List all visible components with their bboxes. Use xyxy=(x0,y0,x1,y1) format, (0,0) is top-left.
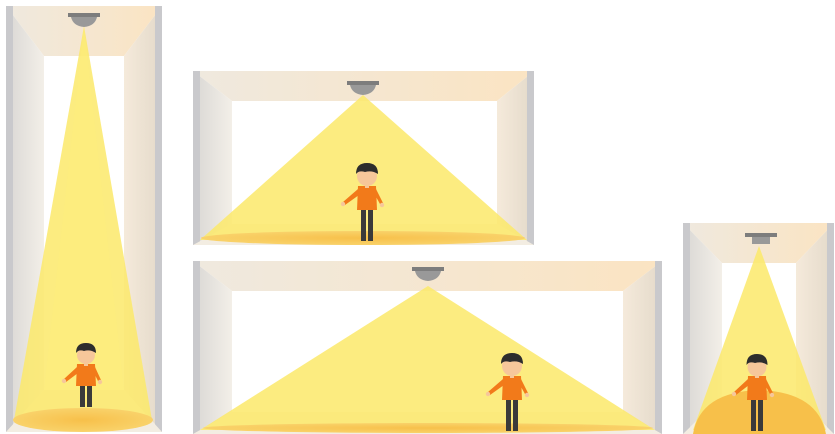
dome-downlight-icon xyxy=(68,13,100,27)
room-narrow-tall xyxy=(6,6,162,432)
floor-light-pool xyxy=(13,408,153,432)
flat-downlight-icon xyxy=(745,233,777,244)
room-wide-low xyxy=(193,261,662,434)
person-figure xyxy=(485,353,530,431)
room-narrow-small xyxy=(683,223,834,434)
light-beam xyxy=(200,286,655,430)
light-beam xyxy=(693,246,826,430)
floor-light-pool xyxy=(203,423,653,433)
room-wide-medium xyxy=(193,71,534,245)
person-figure xyxy=(731,354,775,431)
person-figure xyxy=(61,343,103,407)
dome-downlight-icon xyxy=(412,267,444,281)
person-figure xyxy=(340,163,385,241)
light-beam xyxy=(14,26,152,420)
dome-downlight-icon xyxy=(347,81,379,95)
